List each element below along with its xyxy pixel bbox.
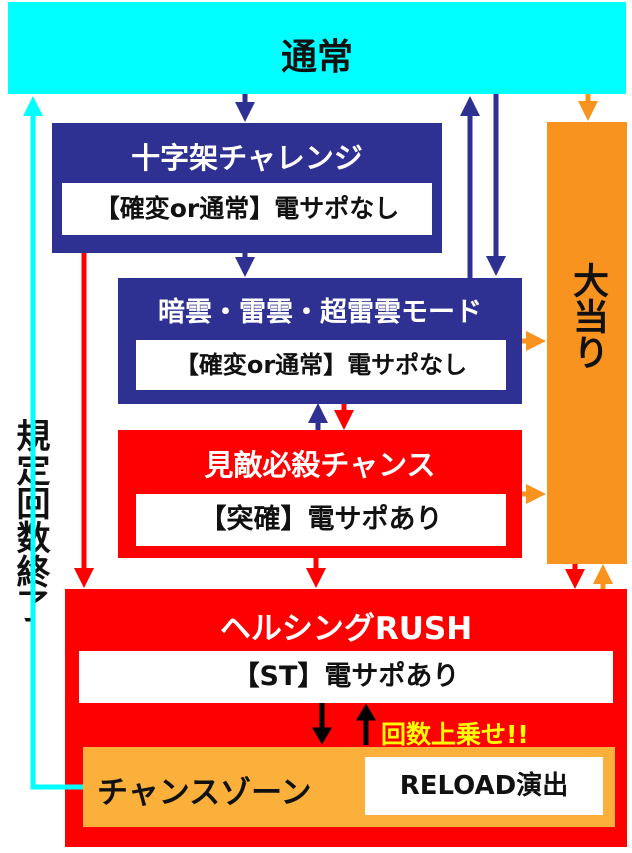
chance-zone-node: チャンスゾーン RELOAD演出 (83, 747, 615, 827)
normal-title: 通常 (280, 37, 353, 78)
oatari-node: 大当り (547, 122, 627, 564)
normal-node: 通常 (8, 2, 626, 94)
ankumo-title: 暗雲・雷雲・超雷雲モード (158, 297, 482, 328)
rush-sub-box: 【ST】電サポあり (79, 651, 613, 703)
jujika-sub-box: 【確変or通常】電サポなし (62, 183, 432, 235)
jujika-sub: 【確変or通常】電サポなし (94, 194, 400, 223)
oatari-title: 大当り (567, 262, 608, 370)
rush-sub: 【ST】電サポあり (232, 661, 460, 692)
ankumo-sub: 【確変or通常】電サポなし (174, 351, 468, 379)
reload-title: RELOAD演出 (399, 771, 569, 801)
kenteki-title: 見敵必殺チャンス (204, 448, 436, 482)
kenteki-sub: 【突確】電サポあり (199, 504, 443, 535)
reload-box: RELOAD演出 (365, 757, 603, 815)
kaisu-label: 回数上乗せ!! (381, 720, 529, 749)
kitei-label: 規定回数終了 (10, 418, 50, 622)
ankumo-sub-box: 【確変or通常】電サポなし (136, 340, 506, 390)
rush-node: ヘルシングRUSH 【ST】電サポあり 回数上乗せ!! チャンスゾーン RELO… (65, 589, 627, 847)
arrow-rush-to-normal (23, 96, 83, 790)
jujika-title: 十字架チャレンジ (131, 141, 363, 175)
rush-title: ヘルシングRUSH (219, 611, 473, 647)
chance-zone-title: チャンスゾーン (97, 775, 312, 811)
kenteki-sub-box: 【突確】電サポあり (136, 494, 506, 546)
ankumo-node: 暗雲・雷雲・超雷雲モード 【確変or通常】電サポなし (118, 278, 522, 404)
kenteki-node: 見敵必殺チャンス 【突確】電サポあり (118, 430, 522, 558)
jujika-node: 十字架チャレンジ 【確変or通常】電サポなし (52, 123, 442, 253)
